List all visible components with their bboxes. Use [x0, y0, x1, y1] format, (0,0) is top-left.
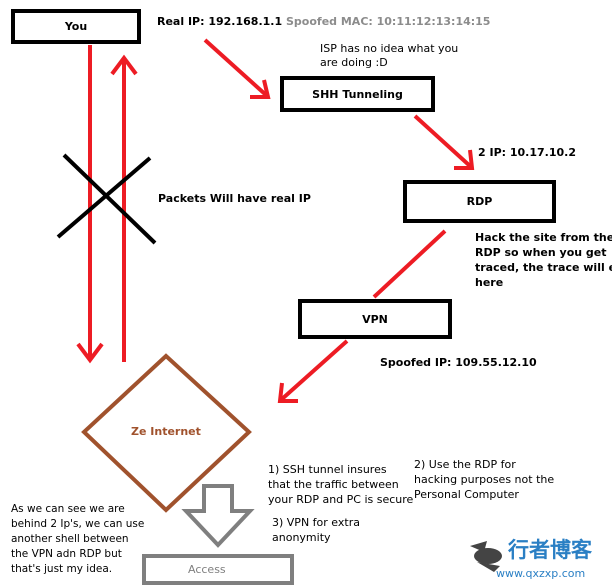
access-box	[142, 554, 294, 585]
note-1-line-2: that the traffic between	[268, 478, 399, 491]
note-3-line-1: 3) VPN for extra	[272, 516, 360, 529]
note-2-line-2: hacking purposes not the	[414, 473, 555, 486]
side-note-line-2: behind 2 Ip's, we can use	[11, 518, 145, 530]
arrowhead-vpn-to-internet	[277, 382, 298, 403]
label-isp-line-2: are doing :D	[320, 56, 388, 69]
watermark-logo	[470, 541, 502, 572]
arrow-you-to-ssh	[203, 38, 268, 97]
note-2-line-1: 2) Use the RDP for	[414, 458, 516, 471]
watermark-url: www.qxzxp.com	[496, 567, 586, 580]
note-3-line-2: anonymity	[272, 531, 331, 544]
cross-line-1	[62, 153, 157, 245]
node-you: You	[11, 9, 141, 44]
access-down-arrow	[181, 484, 255, 548]
label-hack-line-3: traced, the trace will end	[475, 261, 612, 274]
side-note-line-3: another shell between	[11, 533, 129, 545]
arrowhead-up	[110, 54, 138, 76]
label-hack-line-1: Hack the site from the	[475, 231, 612, 244]
node-access-label: Access	[188, 563, 226, 576]
internet-diamond	[81, 353, 252, 513]
label-spoofed-ip: Spoofed IP: 109.55.12.10	[380, 356, 537, 369]
note-2-line-3: Personal Computer	[414, 488, 519, 501]
cross-line-2	[56, 156, 152, 239]
node-vpn: VPN	[298, 299, 452, 339]
arrowhead-you-to-ssh	[250, 79, 271, 99]
label-hack-line-4: here	[475, 276, 504, 289]
watermark-title: 行者博客	[508, 538, 592, 562]
label-packets-real-ip: Packets Will have real IP	[158, 192, 311, 205]
side-note-line-1: As we can see we are	[11, 503, 125, 515]
label-second-ip: 2 IP: 10.17.10.2	[478, 146, 576, 159]
node-internet-label: Ze Internet	[131, 425, 201, 438]
label-isp-line-1: ISP has no idea what you	[320, 42, 459, 55]
side-note-line-5: that's just my idea.	[11, 563, 113, 575]
node-rdp: RDP	[403, 180, 556, 223]
arrow-ssh-to-rdp	[413, 114, 472, 168]
arrow-vpn-to-internet	[280, 339, 349, 401]
label-spoofed-mac: Spoofed MAC: 10:11:12:13:14:15	[286, 15, 491, 28]
side-note-line-4: the VPN adn RDP but	[11, 548, 122, 560]
label-hack-line-2: RDP so when you get	[475, 246, 607, 259]
label-real-ip: Real IP: 192.168.1.1	[157, 15, 283, 28]
arrowhead-down	[76, 342, 104, 364]
node-ssh-tunneling: SHH Tunneling	[280, 76, 435, 112]
note-1-line-1: 1) SSH tunnel insures	[268, 463, 387, 476]
arrow-rdp-to-vpn	[372, 229, 447, 299]
arrowhead-ssh-to-rdp	[454, 149, 475, 170]
note-1-line-3: your RDP and PC is secure	[268, 493, 414, 506]
